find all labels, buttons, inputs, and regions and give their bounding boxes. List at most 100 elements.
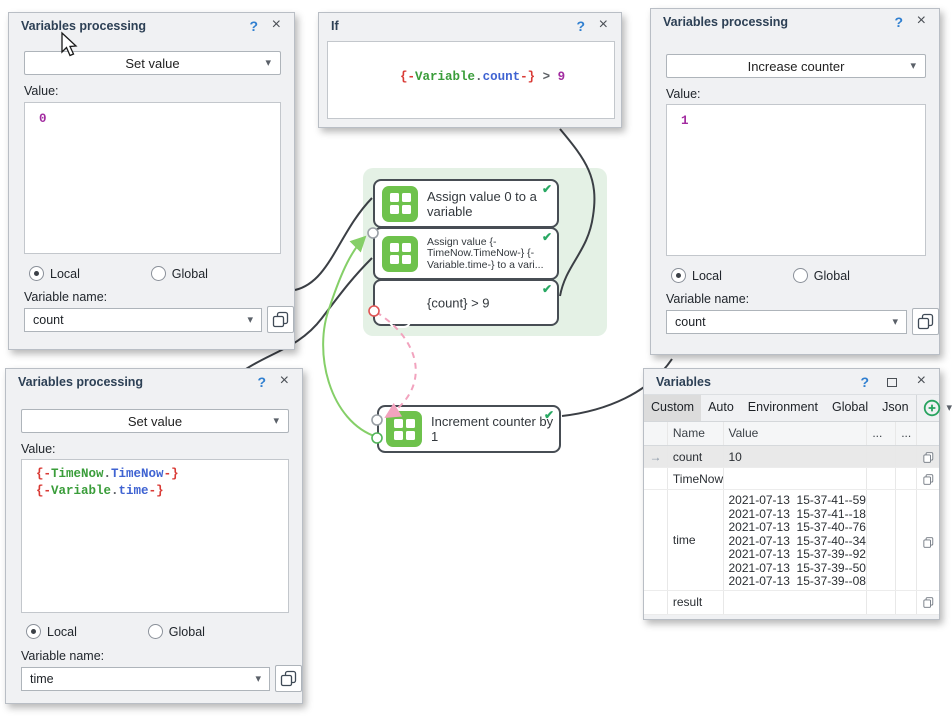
close-icon[interactable]: × (916, 372, 926, 389)
if-panel[interactable]: If ? × {-Variable.count-} > 9 (318, 12, 622, 128)
action-select-value: Set value (127, 413, 183, 429)
check-icon: ✔ (541, 230, 552, 244)
table-row-count[interactable]: → count 10 (644, 446, 939, 468)
local-radio[interactable] (29, 266, 44, 282)
check-icon: ✔ (541, 182, 552, 196)
panel-titlebar[interactable]: Variables ? × (644, 369, 939, 395)
chevron-down-icon: ▾ (273, 415, 279, 427)
copy-icon[interactable] (922, 450, 934, 465)
help-icon[interactable]: ? (576, 18, 585, 34)
tab-json[interactable]: Json (882, 400, 909, 414)
node-label: Increment counter by 1 (431, 414, 554, 444)
code-token: {- (36, 484, 52, 498)
variables-processing-panel-set-time[interactable]: Variables processing ? × Set value ▾ Val… (5, 368, 303, 704)
close-icon[interactable]: × (916, 12, 926, 29)
node-condition[interactable]: {count} > 9 ✔ (373, 279, 559, 328)
column-name[interactable]: Name (668, 422, 724, 445)
value-textarea[interactable]: 1 (666, 104, 926, 256)
panel-title: Variables processing (663, 15, 789, 29)
chevron-down-icon: ▾ (892, 316, 898, 328)
local-radio[interactable] (671, 268, 686, 284)
global-radio[interactable] (150, 266, 166, 282)
copy-variable-button[interactable] (912, 308, 939, 335)
code-token: -} (520, 70, 536, 84)
code-token: -} (148, 484, 164, 498)
tab-global[interactable]: Global (831, 400, 869, 414)
table-row-timenow[interactable]: TimeNow (644, 468, 939, 490)
variable-name-combobox[interactable]: time ▾ (21, 667, 270, 691)
panel-titlebar[interactable]: Variables processing ? × (651, 9, 939, 35)
table-row-time[interactable]: time 2021-07-13 15-37-41--595 2021-07-13… (644, 490, 939, 591)
variable-name-combobox[interactable]: count ▾ (666, 310, 907, 334)
code-token: Variable (415, 70, 476, 84)
condition-textarea[interactable]: {-Variable.count-} > 9 (327, 41, 615, 119)
copy-variable-button[interactable] (275, 665, 302, 692)
check-icon: ✔ (541, 282, 552, 296)
value-textarea[interactable]: 0 (24, 102, 281, 254)
column-extra1[interactable]: ... (867, 422, 897, 445)
variable-name-combobox[interactable]: count ▾ (24, 308, 262, 332)
variables-panel[interactable]: Variables ? × Custom Auto Environment Gl… (643, 368, 952, 620)
node-assign-time[interactable]: Assign value {-TimeNow.TimeNow-} {-Varia… (373, 227, 559, 280)
value-line: {-Variable.time-} (36, 483, 282, 500)
action-select[interactable]: Set value ▾ (24, 51, 281, 75)
tab-environment[interactable]: Environment (747, 400, 818, 414)
tab-custom[interactable]: Custom (644, 395, 702, 421)
copy-icon (280, 670, 297, 687)
check-icon: ✔ (543, 408, 554, 422)
help-icon[interactable]: ? (249, 18, 258, 34)
local-radio[interactable] (26, 624, 41, 640)
help-icon[interactable]: ? (894, 14, 903, 30)
code-token: . (103, 467, 112, 481)
code-token: -} (163, 467, 179, 481)
panel-titlebar[interactable]: Variables processing ? × (9, 13, 294, 39)
value-textarea[interactable]: {-TimeNow.TimeNow-} {-Variable.time-} (21, 459, 289, 613)
global-radio-label: Global (813, 268, 850, 283)
variable-name-label: Variable name: (24, 290, 108, 304)
code-token: time (118, 484, 149, 498)
maximize-icon[interactable] (887, 378, 897, 387)
close-icon[interactable]: × (598, 16, 608, 33)
code-token: Variable (51, 484, 112, 498)
table-row-result[interactable]: result (644, 591, 939, 615)
column-extra2[interactable]: ... (896, 422, 918, 445)
value-text: 0 (39, 112, 47, 126)
local-radio-label: Local (692, 268, 722, 283)
local-radio-label: Local (47, 624, 77, 639)
panel-titlebar[interactable]: Variables processing ? × (6, 369, 302, 395)
copy-variable-button[interactable] (267, 306, 294, 333)
node-assign-zero[interactable]: Assign value 0 to a variable ✔ (373, 179, 559, 228)
help-icon[interactable]: ? (860, 374, 869, 390)
leader-set-count (294, 197, 373, 291)
tab-auto[interactable]: Auto (708, 400, 734, 414)
menu-caret-icon[interactable]: ▾ (946, 402, 952, 414)
copy-icon[interactable] (922, 472, 934, 487)
action-select[interactable]: Increase counter ▾ (666, 54, 926, 78)
close-icon[interactable]: × (271, 16, 281, 33)
panel-titlebar[interactable]: If ? × (319, 13, 621, 39)
action-select-value: Set value (125, 55, 180, 71)
copy-icon[interactable] (922, 595, 934, 610)
column-value[interactable]: Value (724, 422, 868, 445)
copy-icon[interactable] (922, 535, 934, 550)
global-radio-label: Global (168, 624, 205, 639)
close-icon[interactable]: × (279, 372, 289, 389)
action-select[interactable]: Set value ▾ (21, 409, 289, 433)
variables-tab-bar: Custom Auto Environment Global Json ▾ (644, 395, 952, 422)
row-indicator-icon: → (644, 446, 668, 467)
variables-processing-panel-set-count[interactable]: Variables processing ? × Set value ▾ Val… (8, 12, 295, 350)
global-radio[interactable] (147, 624, 163, 640)
chevron-down-icon: ▾ (265, 57, 271, 69)
code-token: . (475, 70, 483, 84)
copy-icon (272, 311, 289, 328)
node-increment[interactable]: Increment counter by 1 ✔ (377, 405, 561, 453)
code-token: > (535, 70, 558, 84)
variables-processing-panel-increase[interactable]: Variables processing ? × Increase counte… (650, 8, 940, 355)
help-icon[interactable]: ? (257, 374, 266, 390)
value-text: 1 (681, 114, 689, 128)
variable-value: 10 (724, 446, 868, 467)
node-label: {count} > 9 (427, 295, 490, 310)
add-variable-icon[interactable] (923, 399, 941, 417)
global-radio[interactable] (792, 268, 808, 284)
